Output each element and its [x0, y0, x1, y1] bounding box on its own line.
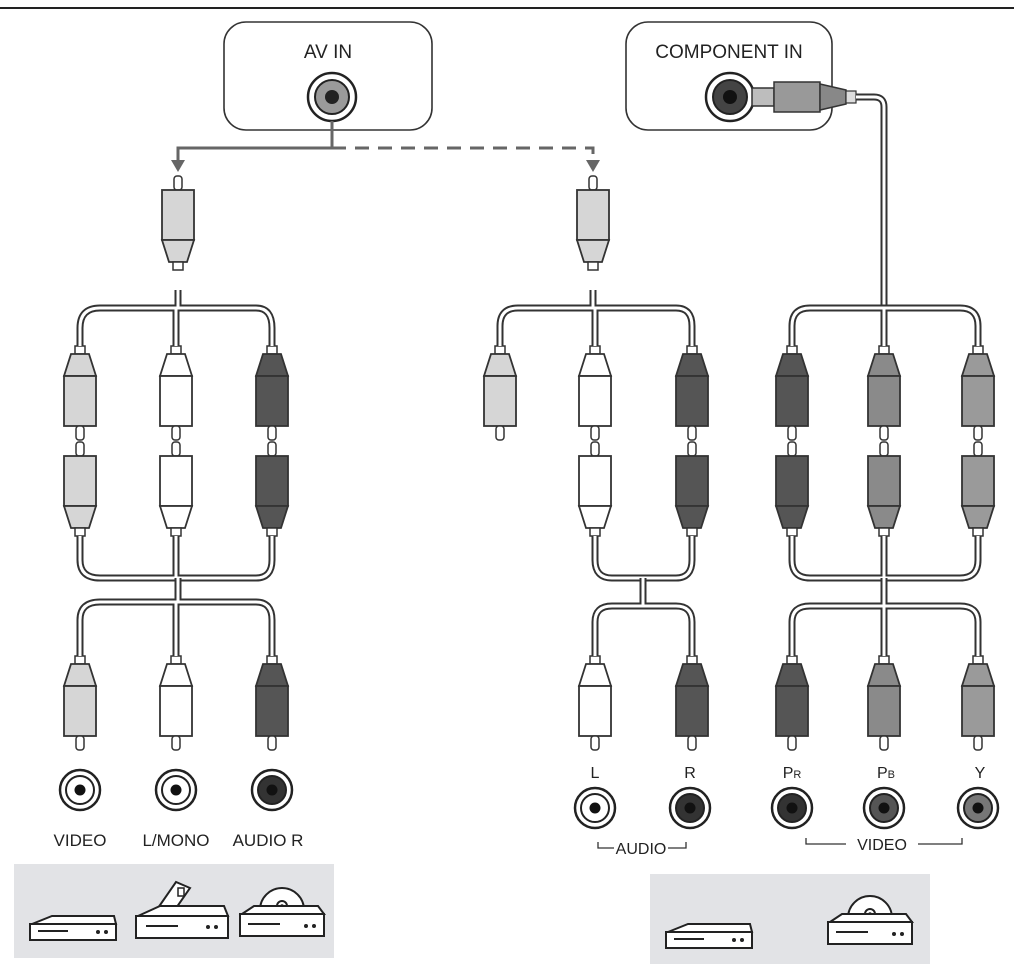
label-lmono: L/MONO [142, 831, 209, 850]
av-in-label: AV IN [304, 42, 352, 63]
right-jack-labels: L R PR PB Y AUDIO VIDEO [591, 765, 986, 858]
component-in-jack [704, 71, 756, 123]
component-plug-row3-2 [960, 441, 996, 537]
component-plug-row3-1 [866, 441, 902, 537]
audio-join-cable [591, 536, 696, 582]
component-in-plug [751, 81, 857, 113]
label-pb: PB [877, 765, 895, 782]
audio-bracket [597, 842, 687, 849]
bluray-player-icon [665, 923, 754, 949]
left-plug-row2-2 [254, 345, 290, 441]
label-y: Y [975, 765, 986, 782]
dvd-player-icon [826, 895, 914, 945]
component-plug-row2-0 [774, 345, 810, 441]
vcr-icon [135, 880, 230, 939]
audio-r-jack [250, 768, 294, 812]
audio-r-jack-2 [668, 786, 712, 830]
label-video-component: VIDEO [857, 837, 907, 854]
label-r: R [684, 765, 696, 782]
label-audio: AUDIO [616, 841, 667, 858]
component-plug-row4-1 [866, 655, 902, 751]
video-bracket [805, 838, 963, 845]
component-plug-row3-0 [774, 441, 810, 537]
audio-plug-row2-video [482, 345, 518, 441]
left-split-cable-top-core [78, 290, 274, 346]
left-top-plug [160, 175, 196, 271]
left-plug-row3-2 [254, 441, 290, 537]
left-plug-row4-2 [254, 655, 290, 751]
audio-split-cable-top-core [498, 290, 694, 346]
left-plug-row3-0 [62, 441, 98, 537]
label-l: L [591, 765, 600, 782]
component-split-cable-top-core [790, 306, 980, 346]
audio-split-cable-bottom-core [593, 578, 694, 656]
audio-plug-row4-r [674, 655, 710, 751]
left-plug-row4-1 [158, 655, 194, 751]
left-split-cable-bottom-core [78, 578, 274, 656]
bluray-player-icon [29, 915, 118, 941]
video-jack [58, 768, 102, 812]
av-in-jack [306, 71, 358, 123]
audio-plug-row2-r [674, 345, 710, 441]
label-pr: PR [783, 765, 802, 782]
component-plug-row2-2 [960, 345, 996, 441]
left-plug-row3-1 [158, 441, 194, 537]
pr-jack [770, 786, 814, 830]
left-plug-row2-1 [158, 345, 194, 441]
av-in-arrows [171, 121, 600, 172]
label-audio-r: AUDIO R [233, 831, 304, 850]
dvd-player-icon [238, 887, 326, 937]
component-in-label: COMPONENT IN [655, 42, 802, 63]
component-in-panel: COMPONENT IN [625, 21, 857, 131]
av-in-panel: AV IN [223, 21, 433, 131]
label-video: VIDEO [54, 831, 107, 850]
component-join-cable-core [790, 536, 980, 580]
audio-plug-row3-r [674, 441, 710, 537]
left-plug-row4-0 [62, 655, 98, 751]
pb-jack [862, 786, 906, 830]
audio-l-jack [573, 786, 617, 830]
audio-plug-row4-l [577, 655, 613, 751]
component-cable [856, 93, 888, 308]
left-jack-labels: VIDEO L/MONO AUDIO R [54, 831, 304, 850]
audio-plug-row3-l [577, 441, 613, 537]
right-devices-panel [650, 874, 930, 964]
y-jack [956, 786, 1000, 830]
audio-plug-row2-l [577, 345, 613, 441]
component-plug-row4-2 [960, 655, 996, 751]
lmono-jack [154, 768, 198, 812]
component-split-cable-bottom-core [790, 578, 980, 656]
audio-top-plug [575, 175, 611, 271]
audio-join-cable-core [593, 536, 694, 580]
component-plug-row2-1 [866, 345, 902, 441]
left-plug-row2-0 [62, 345, 98, 441]
component-plug-row4-0 [774, 655, 810, 751]
left-devices-panel [14, 864, 334, 958]
left-join-cable-core [78, 536, 274, 580]
